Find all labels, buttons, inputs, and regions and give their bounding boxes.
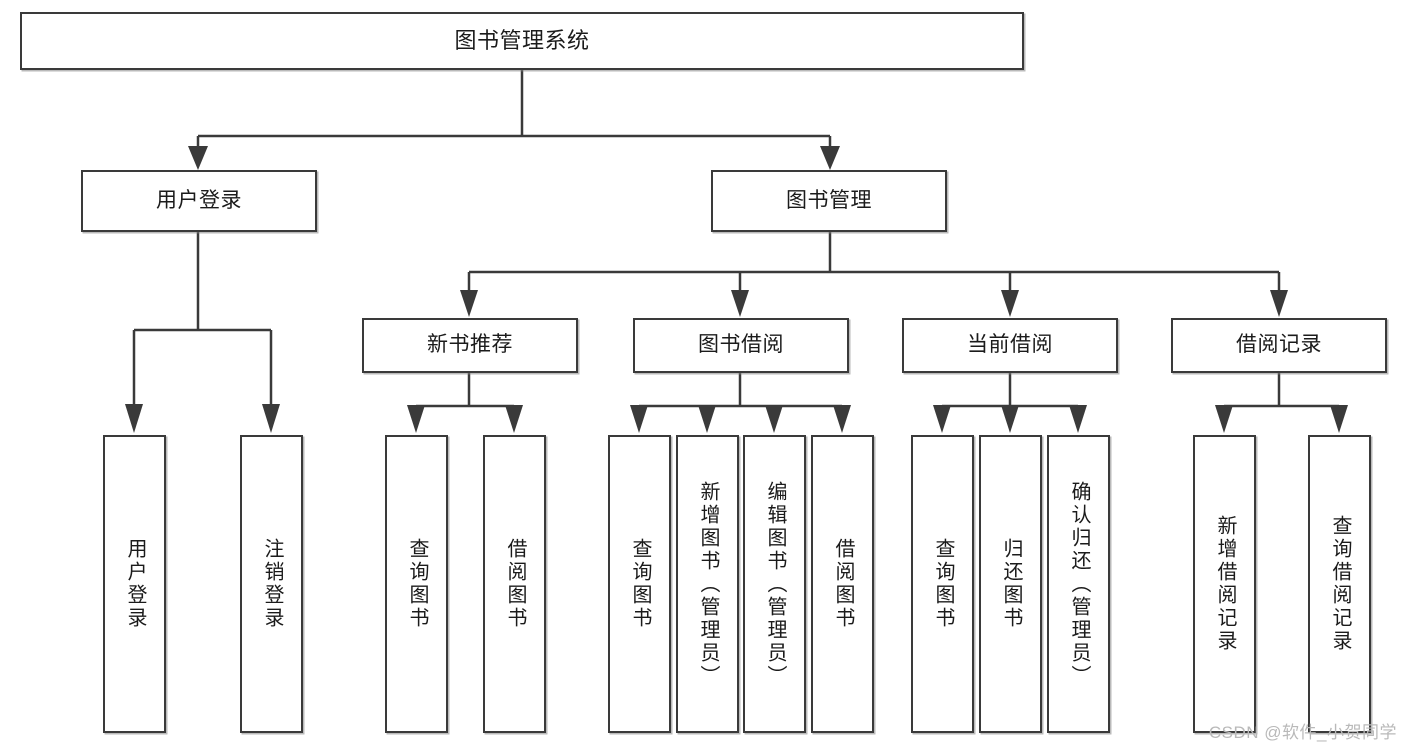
node-label-leaf-borrow-book-1: 借阅图书: [504, 538, 526, 630]
node-leaf-logout-login[interactable]: 注销登录: [240, 435, 303, 733]
node-label-leaf-query-book-2: 查询图书: [629, 538, 651, 630]
arrow-to-book-management: [820, 146, 840, 170]
arrow-leaf-query-book-2: [630, 405, 648, 433]
arrow-leaf-logout-login: [262, 404, 280, 433]
node-leaf-query-book-2[interactable]: 查询图书: [608, 435, 671, 733]
arrow-to-book-borrow: [731, 290, 749, 317]
node-root-book-management-system[interactable]: 图书管理系统: [20, 12, 1024, 70]
node-borrow-record[interactable]: 借阅记录: [1171, 318, 1387, 373]
node-label-book-management: 图书管理: [786, 188, 872, 212]
arrow-leaf-add-record: [1215, 405, 1233, 433]
node-label-leaf-return-book: 归还图书: [1000, 538, 1022, 630]
arrow-to-current-borrow: [1001, 290, 1019, 317]
node-label-root: 图书管理系统: [454, 28, 590, 54]
node-label-current-borrow: 当前借阅: [967, 333, 1053, 357]
arrow-to-new-book-recommend: [460, 290, 478, 317]
node-label-leaf-query-book-3: 查询图书: [932, 538, 954, 630]
watermark-text: CSDN @软件_小贺同学: [1208, 723, 1397, 742]
arrow-leaf-query-book-1: [407, 405, 425, 433]
node-label-borrow-record: 借阅记录: [1236, 333, 1322, 357]
node-leaf-return-book[interactable]: 归还图书: [979, 435, 1042, 733]
node-label-leaf-add-record: 新增借阅记录: [1214, 515, 1236, 653]
node-user-login[interactable]: 用户登录: [81, 170, 317, 232]
node-label-leaf-borrow-book-2: 借阅图书: [832, 538, 854, 630]
node-label-leaf-user-login: 用户登录: [124, 538, 146, 630]
node-book-borrow[interactable]: 图书借阅: [633, 318, 849, 373]
node-label-leaf-query-record: 查询借阅记录: [1329, 515, 1351, 653]
node-label-leaf-query-book-1: 查询图书: [406, 538, 428, 630]
node-leaf-borrow-book-2[interactable]: 借阅图书: [811, 435, 874, 733]
node-leaf-query-book-1[interactable]: 查询图书: [385, 435, 448, 733]
node-label-new-book-recommend: 新书推荐: [427, 333, 513, 357]
node-label-book-borrow: 图书借阅: [698, 333, 784, 357]
node-label-leaf-edit-book: 编辑图书（管理员）: [764, 480, 786, 688]
node-book-management[interactable]: 图书管理: [711, 170, 947, 232]
arrow-leaf-user-login: [125, 404, 143, 433]
arrow-leaf-query-book-3: [933, 405, 951, 433]
node-leaf-add-record[interactable]: 新增借阅记录: [1193, 435, 1256, 733]
node-label-user-login: 用户登录: [156, 188, 242, 212]
node-leaf-add-book[interactable]: 新增图书（管理员）: [676, 435, 739, 733]
node-leaf-edit-book[interactable]: 编辑图书（管理员）: [743, 435, 806, 733]
arrow-to-borrow-record: [1270, 290, 1288, 317]
node-leaf-borrow-book-1[interactable]: 借阅图书: [483, 435, 546, 733]
arrow-leaf-add-book: [698, 405, 716, 433]
node-leaf-query-book-3[interactable]: 查询图书: [911, 435, 974, 733]
node-leaf-confirm-return[interactable]: 确认归还（管理员）: [1047, 435, 1110, 733]
arrow-leaf-return-book: [1001, 405, 1019, 433]
arrow-leaf-borrow-book-2: [833, 405, 851, 433]
node-label-leaf-confirm-return: 确认归还（管理员）: [1068, 480, 1090, 688]
arrow-leaf-borrow-book-1: [505, 405, 523, 433]
arrow-leaf-confirm-return: [1069, 405, 1087, 433]
node-leaf-query-record[interactable]: 查询借阅记录: [1308, 435, 1371, 733]
arrow-leaf-query-record: [1330, 405, 1348, 433]
node-label-leaf-add-book: 新增图书（管理员）: [697, 480, 719, 688]
node-new-book-recommend[interactable]: 新书推荐: [362, 318, 578, 373]
arrow-to-user-login: [188, 146, 208, 170]
arrow-leaf-edit-book: [765, 405, 783, 433]
node-current-borrow[interactable]: 当前借阅: [902, 318, 1118, 373]
node-leaf-user-login[interactable]: 用户登录: [103, 435, 166, 733]
node-label-leaf-logout-login: 注销登录: [261, 538, 283, 630]
